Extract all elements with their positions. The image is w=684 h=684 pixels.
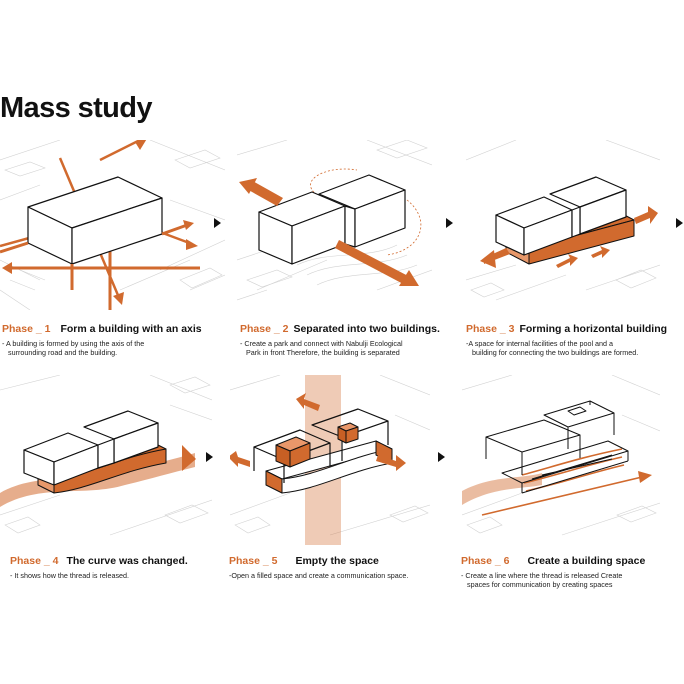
phase-title: Separated into two buildings. (293, 323, 440, 335)
phase-label: Phase _ 5 (229, 555, 278, 567)
phase-label: Phase _ 4 (10, 555, 59, 567)
next-arrow-icon (206, 452, 213, 462)
phase-4-caption: Phase _ 4 The curve was changed. - It sho… (10, 555, 188, 581)
description-line: -Open a filled space and create a commun… (229, 571, 409, 580)
phase-1-diagram (0, 140, 225, 310)
next-arrow-icon (438, 452, 445, 462)
phase-title: The curve was changed. (66, 555, 188, 567)
phase-description: - Create a line where the thread is rele… (461, 571, 645, 590)
phase-label: Phase _ 6 (461, 555, 510, 567)
phase-label: Phase _ 1 (2, 323, 51, 335)
phase-label: Phase _ 2 (240, 323, 289, 335)
phase-5-caption: Phase _ 5 Empty the space -Open a filled … (229, 555, 408, 581)
next-arrow-icon (446, 218, 453, 228)
phase-3-caption: Phase _ 3 Forming a horizontal building -… (466, 323, 667, 358)
description-line: - It shows how the thread is released. (10, 571, 130, 580)
description-line: - Create a line where the thread is rele… (461, 571, 623, 580)
description-line: spaces for communication by creating spa… (467, 579, 613, 589)
phase-label: Phase _ 3 (466, 323, 515, 335)
phase-6-caption: Phase _ 6 Create a building space - Creat… (461, 555, 645, 590)
phase-2-diagram (237, 140, 432, 301)
description-line: Park in front Therefore, the building is… (246, 347, 400, 357)
phase-title: Create a building space (527, 555, 646, 567)
phase-6-diagram (462, 375, 660, 536)
phase-title: Form a building with an axis (60, 323, 202, 335)
phase-title: Forming a horizontal building (519, 323, 668, 335)
phase-5-diagram (230, 375, 430, 545)
description-line: building for connecting the two building… (472, 347, 639, 357)
phase-description: - Create a park and connect with Nabulji… (240, 339, 440, 358)
phase-description: -Open a filled space and create a commun… (229, 571, 409, 581)
phase-description: - It shows how the thread is released. (10, 571, 188, 581)
phase-2-caption: Phase _ 2 Separated into two buildings. -… (240, 323, 440, 358)
next-arrow-icon (676, 218, 683, 228)
page-title: Mass study (0, 92, 153, 124)
phase-3-diagram (466, 140, 660, 301)
phase-title: Empty the space (295, 555, 379, 567)
phase-4-diagram (0, 375, 212, 536)
description-line: surrounding road and the building. (8, 347, 118, 357)
phase-1-caption: Phase _ 1 Form a building with an axis - … (2, 323, 202, 358)
phase-description: -A space for internal facilities of the … (466, 339, 667, 358)
phase-description: - A building is formed by using the axis… (2, 339, 202, 358)
next-arrow-icon (214, 218, 221, 228)
description-line: - A building is formed by using the axis… (2, 339, 145, 348)
description-line: -A space for internal facilities of the … (466, 339, 614, 348)
description-line: - Create a park and connect with Nabulji… (240, 339, 403, 348)
